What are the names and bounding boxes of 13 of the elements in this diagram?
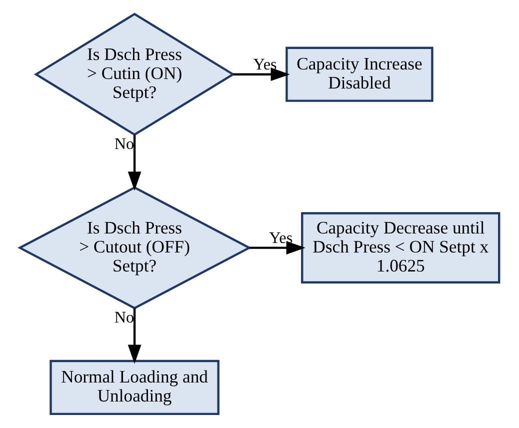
- edge-label: No: [114, 136, 134, 154]
- arrow: [128, 135, 142, 191]
- node-box: Normal Loading and Unloading: [50, 360, 220, 416]
- arrow: [233, 68, 290, 82]
- node-box: Capacity Increase Disabled: [286, 46, 434, 102]
- arrow: [249, 241, 306, 254]
- node-diamond: Is Dsch Press > Cutin (ON) Setpt?: [34, 12, 236, 136]
- edge-label: Yes: [269, 230, 293, 248]
- node-box: Capacity Decrease until Dsch Press < ON Setpt x 1.0625: [301, 212, 500, 284]
- arrow: [128, 308, 142, 364]
- edge-label: Yes: [253, 56, 277, 74]
- node-diamond: Is Dsch Press > Cutout (OFF) Setpt?: [18, 186, 252, 310]
- edge-label: No: [114, 309, 134, 326]
